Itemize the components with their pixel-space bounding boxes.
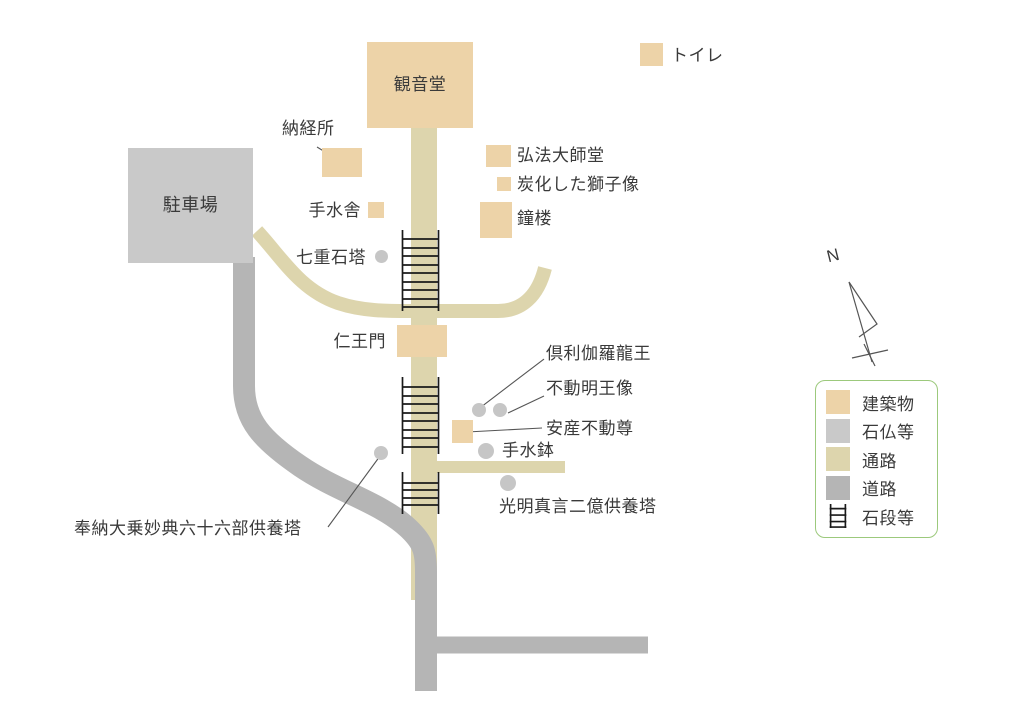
legend-label: 石段等 bbox=[862, 508, 915, 528]
stairs-upper-icon bbox=[401, 230, 440, 311]
road-swatch-icon bbox=[826, 475, 850, 500]
legend-label: 道路 bbox=[862, 480, 897, 499]
legend-label: 通路 bbox=[862, 451, 897, 471]
legend-label: 建築物 bbox=[862, 394, 915, 414]
compass-needle-icon bbox=[848, 281, 889, 367]
kannondo-label: 観音堂 bbox=[393, 74, 447, 94]
building-anzan-fudoson bbox=[452, 420, 473, 443]
legend-item-path: 通路 bbox=[826, 446, 927, 472]
nokyosho-label: 納経所 bbox=[282, 119, 335, 138]
marker-chozubachi bbox=[478, 443, 494, 459]
legend-item-road: 道路 bbox=[826, 475, 927, 501]
building-niomon bbox=[397, 325, 447, 357]
approach-walkway-curve bbox=[251, 226, 552, 319]
chozusha-label: 手水舎 bbox=[308, 201, 361, 220]
shoro-label: 鐘楼 bbox=[517, 209, 552, 228]
building-kobodaishido bbox=[486, 145, 511, 167]
niomon-label: 仁王門 bbox=[333, 332, 386, 351]
legend-item-building: 建築物 bbox=[826, 389, 927, 415]
ladder-icon bbox=[829, 504, 847, 528]
building-lion-statue bbox=[497, 177, 511, 191]
parking-label: 駐車場 bbox=[162, 194, 219, 215]
lion-statue-label: 炭化した獅子像 bbox=[517, 175, 640, 194]
stairs-lower-icon bbox=[401, 472, 440, 514]
marker-hono-kuyoto bbox=[374, 446, 388, 460]
building-chozusha bbox=[368, 202, 384, 218]
legend-label: 石仏等 bbox=[862, 423, 915, 442]
building-toilet bbox=[640, 43, 663, 66]
marker-kurikara bbox=[472, 403, 486, 417]
leader-kurikara bbox=[480, 358, 545, 408]
legend-item-stone: 石仏等 bbox=[826, 418, 927, 444]
leader-anzan-fudoson bbox=[466, 427, 543, 433]
path-swatch-icon bbox=[826, 447, 850, 471]
building-shoro bbox=[480, 202, 512, 238]
toilet-label: トイレ bbox=[671, 46, 724, 65]
marker-komyo-shingon bbox=[500, 475, 516, 491]
stone-swatch-icon bbox=[826, 418, 850, 443]
parking-lot-area: 駐車場 bbox=[128, 148, 253, 263]
shichiju-sekito-label: 七重石塔 bbox=[296, 248, 366, 267]
building-nokyosho bbox=[322, 148, 362, 177]
legend-box: 建築物 石仏等 通路 道路 石段等 bbox=[815, 380, 938, 538]
marker-fudo-myoo bbox=[493, 403, 507, 417]
side-walkway-branch bbox=[424, 461, 565, 473]
leader-fudo-myoo bbox=[507, 395, 545, 414]
hono-kuyoto-label: 奉納大乗妙典六十六部供養塔 bbox=[74, 519, 302, 538]
main-road bbox=[233, 257, 437, 691]
anzan-fudoson-label: 安産不動尊 bbox=[546, 419, 634, 438]
leader-lines bbox=[316, 146, 545, 528]
leader-hono-kuyoto bbox=[327, 455, 381, 528]
kobodaishido-label: 弘法大師堂 bbox=[517, 146, 605, 165]
chozubachi-label: 手水鉢 bbox=[502, 441, 555, 460]
stairs-middle-icon bbox=[401, 377, 440, 454]
building-kannondo: 観音堂 bbox=[367, 42, 473, 128]
komyo-shingon-label: 光明真言二億供養塔 bbox=[499, 497, 657, 516]
fudo-myoo-label: 不動明王像 bbox=[546, 379, 634, 398]
kurikara-label: 倶利伽羅龍王 bbox=[546, 344, 651, 363]
marker-shichiju-sekito bbox=[375, 250, 388, 263]
building-swatch-icon bbox=[826, 390, 850, 414]
legend-item-steps: 石段等 bbox=[826, 503, 927, 529]
